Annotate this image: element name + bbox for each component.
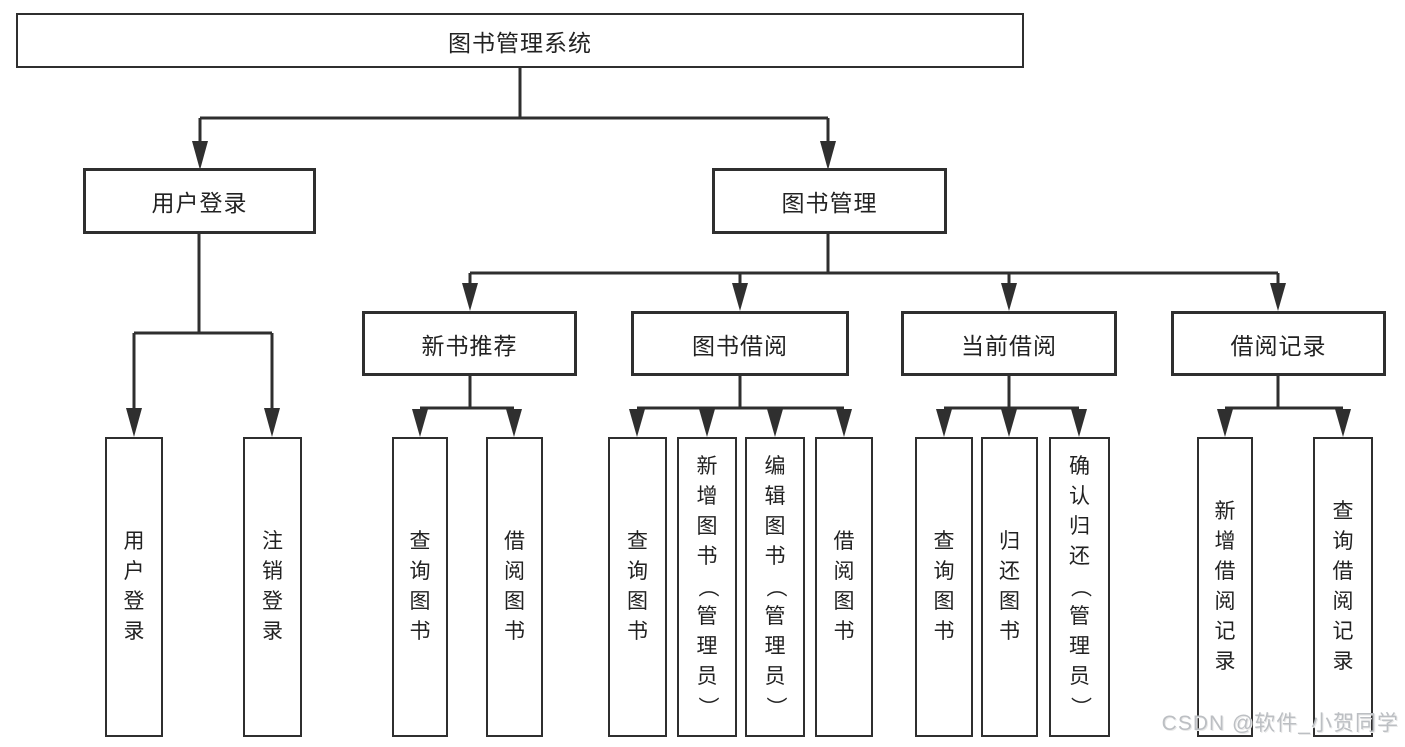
node-label: 注销登录 (262, 530, 283, 643)
node-label: 用户登录 (151, 190, 248, 216)
node-current-borrowing: 当前借阅 (901, 311, 1117, 376)
connector-strokes (132, 68, 1343, 410)
node-label: 借阅记录 (1230, 332, 1327, 359)
leaf-logout: 注销登录 (243, 437, 302, 737)
node-label: 确认归还（管理员） (1068, 455, 1092, 718)
node-library-management-system: 图书管理系统 (16, 13, 1024, 68)
leaf-add-books-admin: 新增图书（管理员） (677, 437, 737, 737)
leaf-return-books: 归还图书 (981, 437, 1038, 737)
node-label: 编辑图书（管理员） (764, 455, 787, 718)
node-book-management: 图书管理 (712, 168, 947, 234)
node-label: 图书管理 (781, 190, 878, 216)
node-new-book-recommend: 新书推荐 (362, 311, 577, 376)
node-label: 查询图书 (933, 530, 955, 643)
leaf-query-books-recommend: 查询图书 (392, 437, 448, 737)
node-label: 查询图书 (627, 530, 648, 643)
node-book-borrowing: 图书借阅 (631, 311, 849, 376)
leaf-query-borrow-record: 查询借阅记录 (1313, 437, 1373, 737)
node-label: 借阅图书 (833, 530, 855, 643)
leaf-add-borrow-record: 新增借阅记录 (1197, 437, 1253, 737)
node-label: 借阅图书 (504, 530, 525, 643)
node-user-login: 用户登录 (83, 168, 316, 234)
node-label: 图书管理系统 (448, 29, 592, 56)
leaf-query-books-current: 查询图书 (915, 437, 973, 737)
leaf-user-login: 用户登录 (105, 437, 163, 737)
node-label: 归还图书 (999, 530, 1020, 643)
leaf-query-books-borrowing: 查询图书 (608, 437, 667, 737)
node-label: 查询图书 (409, 530, 431, 643)
arrowheads (126, 141, 1351, 437)
node-label: 当前借阅 (961, 332, 1057, 359)
leaf-borrow-books-recommend: 借阅图书 (486, 437, 543, 737)
node-label: 图书借阅 (692, 332, 788, 359)
leaf-edit-books-admin: 编辑图书（管理员） (745, 437, 805, 737)
leaf-borrow-books-borrowing: 借阅图书 (815, 437, 873, 737)
node-label: 新增图书（管理员） (696, 455, 719, 718)
node-label: 查询借阅记录 (1332, 500, 1354, 673)
watermark: CSDN @软件_小贺同学 (1161, 712, 1399, 735)
node-label: 用户登录 (123, 530, 145, 643)
node-borrowing-records: 借阅记录 (1171, 311, 1386, 376)
leaf-confirm-return-admin: 确认归还（管理员） (1049, 437, 1110, 737)
node-label: 新书推荐 (421, 332, 518, 359)
node-label: 新增借阅记录 (1214, 500, 1236, 673)
